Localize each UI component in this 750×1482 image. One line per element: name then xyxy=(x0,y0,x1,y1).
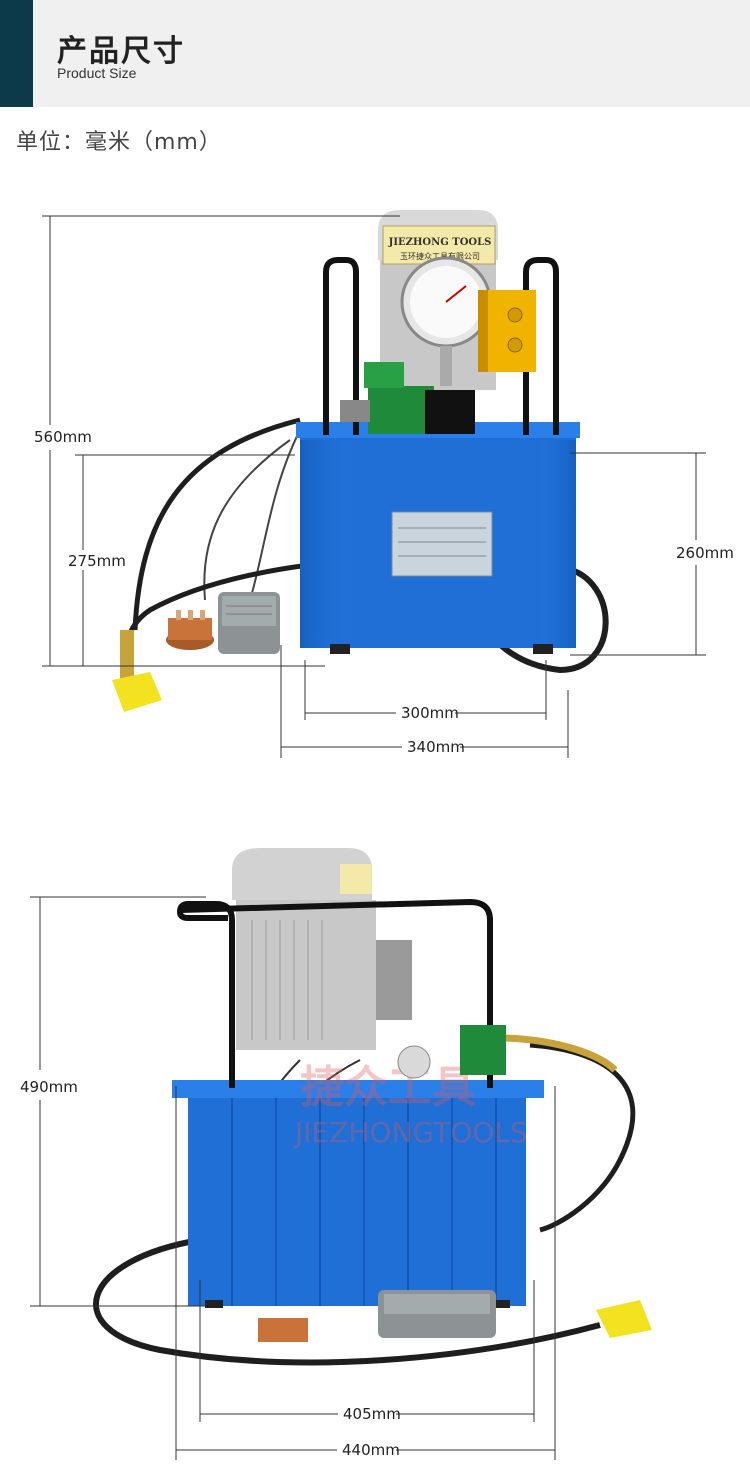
switch-box xyxy=(486,290,536,372)
watermark-en: JIEZHONGTOOLS xyxy=(293,1116,528,1149)
dim-tank-height-right: 260mm xyxy=(676,544,734,562)
power-plug xyxy=(168,618,212,640)
side-view-figure: 捷众工具 JIEZHONGTOOLS 490mm xyxy=(0,830,750,1470)
header-accent-bar xyxy=(0,0,33,107)
brand-plate-subtext: 玉环捷众工具有限公司 xyxy=(400,251,480,261)
dim-base-width-side: 405mm xyxy=(343,1405,401,1423)
power-plug-side xyxy=(258,1318,308,1342)
quick-coupler xyxy=(112,672,162,712)
nameplate xyxy=(391,511,493,577)
quick-coupler-side xyxy=(596,1300,652,1338)
unit-label: 单位：毫米（mm） xyxy=(16,130,222,155)
dim-total-width: 340mm xyxy=(407,738,465,756)
front-view-image: JIEZHONG TOOLS 玉环捷众工具有限公司 xyxy=(34,210,734,758)
front-view-figure: JIEZHONG TOOLS 玉环捷众工具有限公司 xyxy=(0,190,750,770)
dim-total-width-side: 440mm xyxy=(342,1441,400,1459)
dim-base-width: 300mm xyxy=(401,704,459,722)
page-subtitle: Product Size xyxy=(57,65,137,81)
side-view-image: 捷众工具 JIEZHONGTOOLS 490mm xyxy=(20,848,652,1460)
dim-total-height: 560mm xyxy=(34,428,92,446)
dim-height-side: 490mm xyxy=(20,1078,78,1096)
watermark-cn: 捷众工具 xyxy=(300,1062,476,1113)
brand-plate-text: JIEZHONG TOOLS xyxy=(388,237,492,248)
dim-tank-height-left: 275mm xyxy=(68,552,126,570)
motor-side xyxy=(236,900,376,1050)
page-title: 产品尺寸 xyxy=(57,34,185,69)
tank-body-side xyxy=(188,1090,526,1306)
header-bar: 产品尺寸 Product Size xyxy=(0,0,750,107)
solenoid-valve xyxy=(368,386,434,434)
